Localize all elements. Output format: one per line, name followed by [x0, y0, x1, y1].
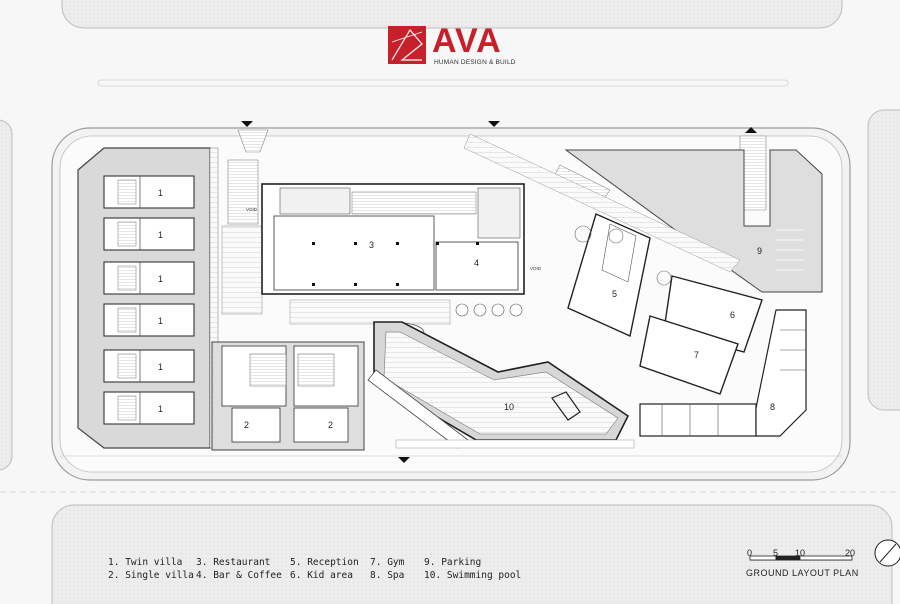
- legend-item: 9. Parking: [424, 557, 482, 568]
- legend-item: 8. Spa: [370, 570, 405, 581]
- single-villa-zone: 2 2: [211, 341, 365, 451]
- legend-item: 6. Kid area: [290, 570, 353, 581]
- label-swimming-pool: 10: [504, 402, 514, 412]
- twin-villa: 1: [103, 175, 195, 209]
- label-single-villa-b: 2: [328, 420, 333, 430]
- twin-villa: 1: [103, 349, 195, 383]
- twin-villa: 1: [103, 217, 195, 251]
- scale-tick-0: 0: [747, 548, 753, 558]
- legend-item: 3. Restaurant: [196, 557, 271, 568]
- scale-bar: [749, 555, 853, 561]
- label-spa: 8: [770, 402, 775, 412]
- legend-item: 2. Single villa: [108, 570, 194, 581]
- terrace-planters: [455, 303, 523, 317]
- logo-tagline: HUMAN DESIGN & BUILD: [434, 59, 516, 66]
- entrance-arrows: [241, 121, 757, 463]
- label-twin-villa: 1: [158, 316, 163, 326]
- twin-villa: 1: [103, 261, 195, 295]
- legend-col-3: 5. Reception 6. Kid area: [290, 556, 359, 582]
- label-reception: 5: [612, 289, 617, 299]
- legend-col-5: 9. Parking 10. Swimming pool: [424, 556, 521, 582]
- label-twin-villa: 1: [158, 404, 163, 414]
- legend-item: 10. Swimming pool: [424, 570, 522, 581]
- label-parking: 9: [757, 246, 762, 256]
- scale-tick-20: 20: [845, 548, 856, 558]
- twin-villa: 1: [103, 303, 195, 337]
- label-twin-villa: 1: [158, 274, 163, 284]
- parking-area: 9: [564, 149, 823, 293]
- reception-wing: 5 6 7: [567, 213, 763, 395]
- legend-item: 1. Twin villa: [108, 557, 183, 568]
- label-twin-villa: 1: [158, 230, 163, 240]
- label-restaurant: 3: [369, 240, 374, 250]
- label-gym: 7: [694, 350, 699, 360]
- scale-tick-5: 5: [773, 548, 779, 558]
- legend-col-2: 3. Restaurant 4. Bar & Coffee: [196, 556, 282, 582]
- label-twin-villa: 1: [158, 188, 163, 198]
- plan-title: GROUND LAYOUT PLAN: [746, 568, 859, 578]
- label-bar-coffee: 4: [474, 258, 479, 268]
- label-twin-villa: 1: [158, 362, 163, 372]
- north-arrow-icon: [874, 539, 900, 567]
- legend-item: 7. Gym: [370, 557, 405, 568]
- legend-col-1: 1. Twin villa 2. Single villa: [108, 556, 194, 582]
- ava-logo-mark: [388, 26, 426, 64]
- label-void-west: VOID: [246, 207, 258, 212]
- logo-wordmark: AVA: [432, 22, 502, 60]
- twin-villa: 1: [103, 391, 195, 425]
- label-kid-area: 6: [730, 310, 735, 320]
- legend-item: 5. Reception: [290, 557, 359, 568]
- legend-col-4: 7. Gym 8. Spa: [370, 556, 404, 582]
- spa-wing: 8: [639, 309, 807, 437]
- swimming-pool: 10: [367, 321, 630, 449]
- label-single-villa-a: 2: [244, 420, 249, 430]
- scale-tick-10: 10: [795, 548, 806, 558]
- road-lines: [0, 79, 900, 493]
- label-void-east: VOID: [530, 266, 542, 271]
- twin-villas: 1 1 1 1 1 1: [103, 175, 195, 425]
- legend-item: 4. Bar & Coffee: [196, 570, 282, 581]
- main-building: 3 4 VOID VOID: [246, 183, 542, 295]
